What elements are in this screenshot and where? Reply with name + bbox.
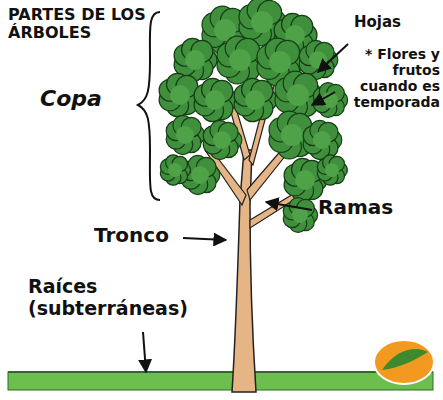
ground-line	[8, 371, 433, 373]
part-label: Copa	[40, 86, 140, 111]
part-label: * Flores y frutos cuando es temporada	[338, 46, 440, 110]
title: PARTES DE LOS ÁRBOLES	[8, 6, 148, 43]
part-label: Raíces (subterráneas)	[28, 276, 248, 320]
ground	[8, 372, 433, 390]
logo	[374, 340, 434, 384]
part-label: Hojas	[354, 14, 439, 31]
bracket	[138, 12, 160, 200]
part-label: Ramas	[318, 196, 433, 219]
part-label: Tronco	[94, 224, 184, 247]
leader-arrows	[143, 44, 348, 372]
